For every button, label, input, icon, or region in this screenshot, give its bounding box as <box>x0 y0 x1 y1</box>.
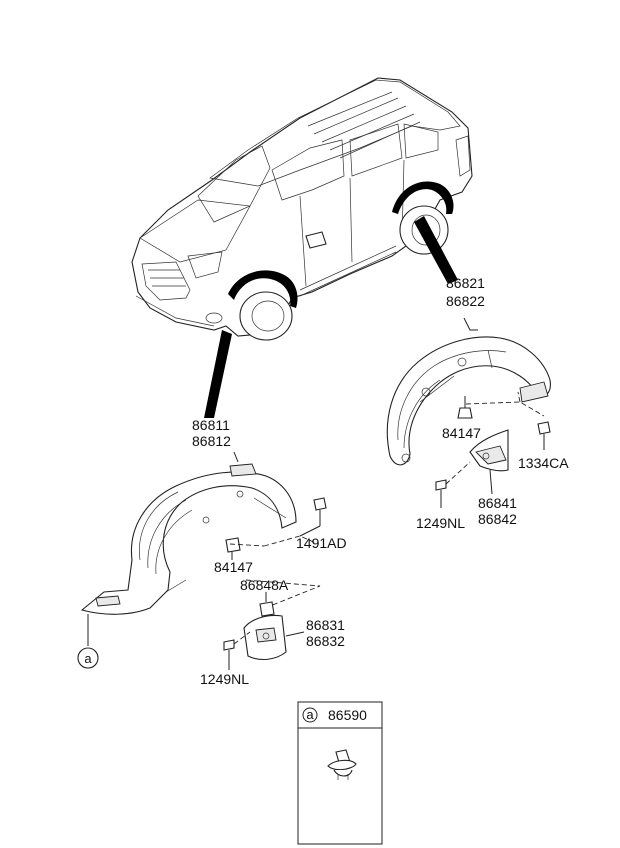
callout-a-text: a <box>84 651 92 666</box>
front-wheel-liner-icon <box>80 463 297 615</box>
front-mudguard-icon <box>243 614 287 661</box>
front-mudguard-bracket-icon <box>259 592 275 617</box>
front-liner-label-1: 86811 <box>192 417 230 433</box>
front-liner-label-2: 86812 <box>192 433 231 449</box>
front-liner-leader <box>204 330 232 418</box>
rear-mudguard-label-2: 86842 <box>478 511 517 527</box>
front-mudguard-label-1: 86831 <box>306 617 345 633</box>
rear-clip-icon <box>457 396 473 419</box>
rear-mudguard-label-1: 86841 <box>478 495 517 511</box>
front-bolt-label: 1491AD <box>296 535 347 551</box>
front-clip-icon <box>225 537 241 560</box>
inset-box: a 86590 <box>297 701 383 845</box>
rear-liner-leader <box>414 216 458 284</box>
front-mudguard-label-2: 86832 <box>306 633 345 649</box>
front-bolt-icon <box>299 497 327 537</box>
callout-a-circle <box>77 647 99 669</box>
rear-screw-icon <box>435 479 447 508</box>
inset-ref-text: a <box>306 707 314 722</box>
rear-nut-label: 1334CA <box>518 455 569 471</box>
car-outline-icon <box>131 77 473 341</box>
front-clip-label: 84147 <box>214 559 253 575</box>
rear-wheel-liner-icon <box>386 336 551 466</box>
front-screw-label: 1249NL <box>200 671 249 687</box>
inset-ref-circle <box>302 707 318 723</box>
inset-part-no: 86590 <box>328 707 367 723</box>
front-screw-icon <box>223 639 235 670</box>
rear-liner-label-2: 86822 <box>446 293 485 309</box>
rear-mudguard-icon <box>469 429 509 472</box>
push-pin-clip-icon <box>327 749 357 780</box>
front-bracket-label: 86848A <box>240 577 289 593</box>
rear-nut-icon <box>537 421 551 450</box>
rear-clip-label: 84147 <box>442 425 481 441</box>
rear-screw-label: 1249NL <box>416 515 465 531</box>
rear-liner-label-1: 86821 <box>446 275 485 291</box>
